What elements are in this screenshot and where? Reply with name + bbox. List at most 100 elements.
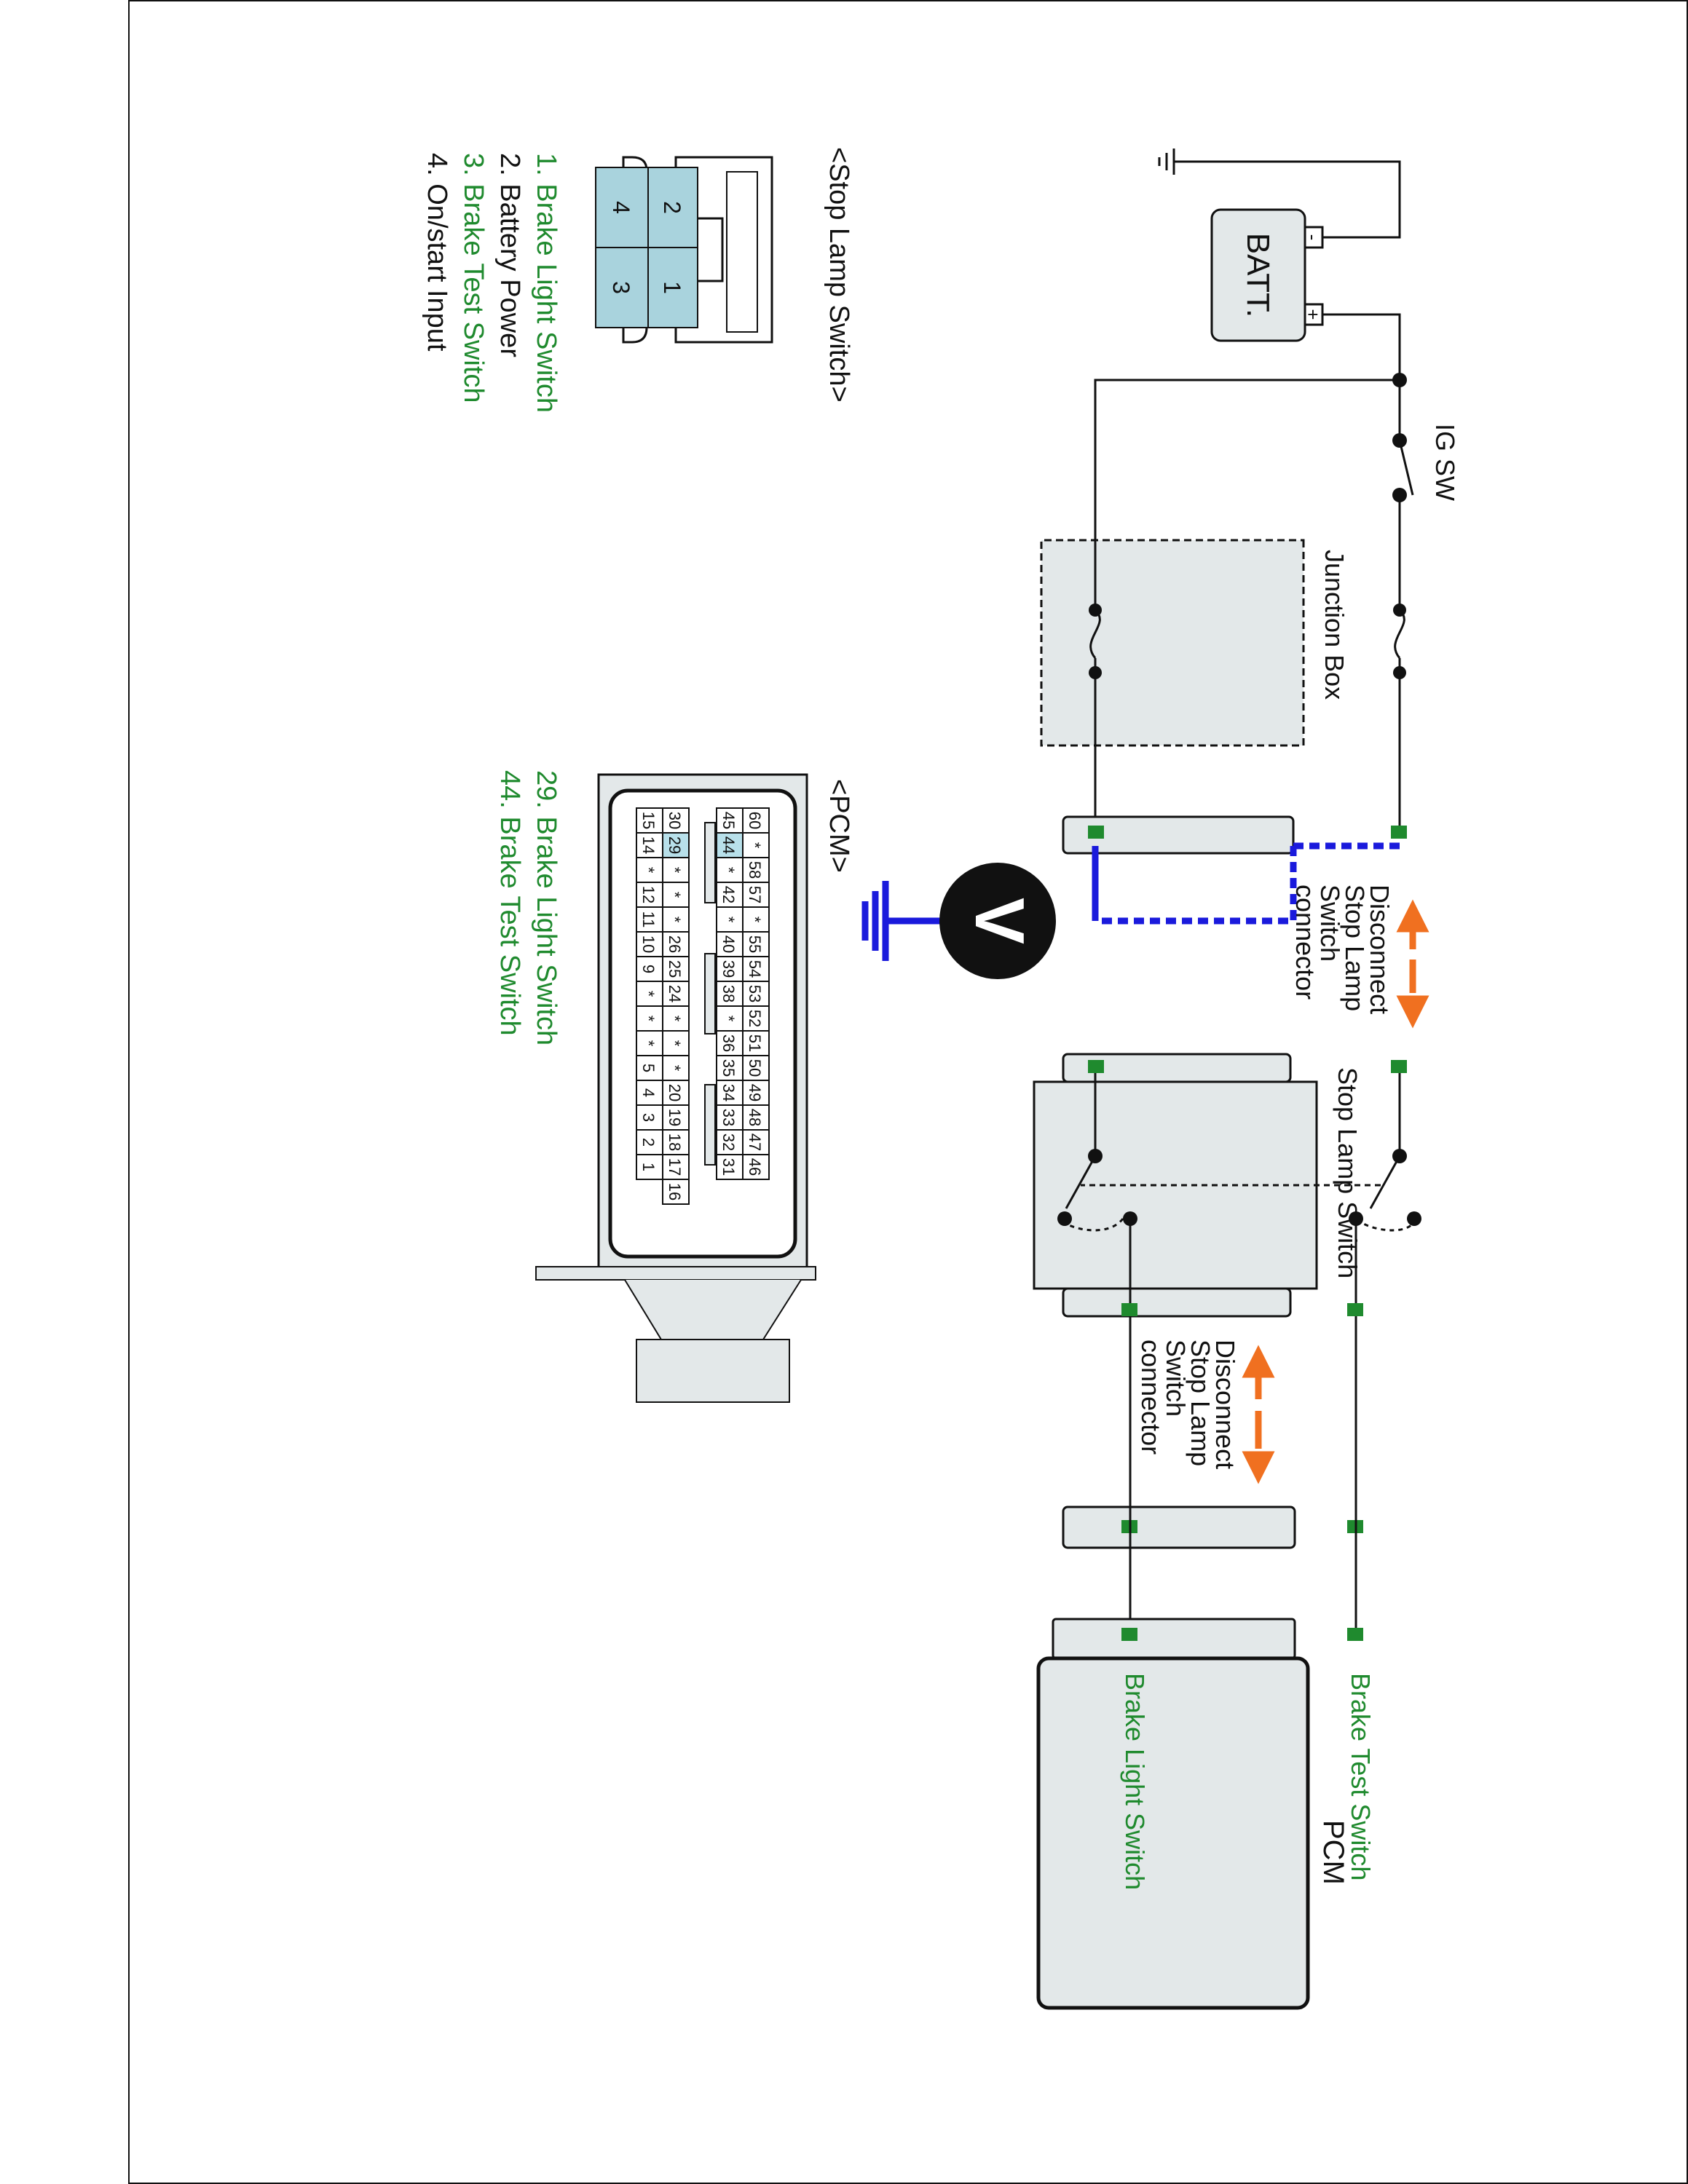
pin-cell [595, 247, 649, 328]
pcm-pin-label: 1 [639, 1163, 658, 1171]
pcm-pin-label: 45 [719, 812, 738, 829]
stop-lamp-switch-label: Stop Lamp Switch [1333, 1067, 1362, 1278]
pcm-pin-label: 42 [719, 886, 738, 903]
pcm-pin-label: 46 [746, 1158, 764, 1176]
pcm-pin-label: 60 [746, 812, 764, 829]
pcm-pin-label: 24 [666, 985, 684, 1002]
pcm-pin-label: * [666, 892, 684, 898]
pcm-pin-label: 58 [746, 861, 764, 879]
stop-lamp-switch: Stop Lamp Switch [1033, 1053, 1421, 1318]
pcm-key-slot [704, 953, 716, 1034]
pcm-module: PCM Brake Test Switch Brake Light Switch [1036, 1618, 1376, 2010]
pcm-pin-label: 11 [639, 911, 658, 928]
pcm-brake-test-label: Brake Test Switch [1346, 1673, 1376, 1880]
pin-label: 1 [659, 281, 685, 294]
pin-green [1088, 826, 1104, 839]
pcm-legend-29: 29. Brake Light Switch [531, 770, 561, 1045]
pcm-pin-label: * [639, 991, 658, 997]
pcm-pin-label: 4 [639, 1088, 658, 1097]
pin-label: 2 [659, 201, 685, 214]
pcm-pin-label: 35 [719, 1059, 738, 1077]
pcm-key-slot [704, 1084, 716, 1166]
stop-lamp-legend-1: 1. Brake Light Switch [531, 153, 561, 413]
pcm-pin-label: 51 [746, 1034, 764, 1052]
pcm-label: PCM [1317, 1820, 1349, 1885]
pcm-pin-label: 20 [666, 1084, 684, 1101]
connector-harness-2 [1062, 1316, 1363, 1628]
pcm-pin-label: * [719, 917, 738, 923]
stop-lamp-legend-2: 2. Battery Power [494, 153, 525, 357]
pcm-pin-label: * [746, 842, 764, 849]
pcm-connector-shell [1052, 1618, 1296, 1660]
connector-harness-1 [1062, 815, 1407, 855]
pcm-pin-label: 40 [719, 935, 738, 953]
pcm-pin-label: 57 [746, 886, 764, 903]
pin-green [1121, 1303, 1137, 1316]
battery: BATT. - + [1210, 208, 1324, 342]
pcm-pin-label: * [746, 917, 764, 923]
stop-lamp-legend-3: 3. Brake Test Switch [458, 153, 489, 403]
pcm-pin-label: 16 [666, 1183, 684, 1200]
pcm-pin-label: * [719, 1016, 738, 1022]
node-batt-split [1392, 373, 1407, 387]
pcm-pin-label: 5 [639, 1064, 658, 1072]
pin-green [1347, 1628, 1363, 1641]
pcm-pin-cell [662, 1179, 690, 1205]
pcm-pin-label: 47 [746, 1133, 764, 1151]
disconnect-label-bottom: Disconnect Stop Lamp Switch connector [1136, 1340, 1240, 1476]
pin-label: 4 [608, 201, 634, 214]
ground-battery [1158, 149, 1401, 239]
pcm-pin-label: 54 [746, 960, 764, 978]
junction-box: Junction Box [1040, 531, 1406, 747]
stop-lamp-switch-connector-bottom [1062, 1287, 1292, 1318]
pcm-key-slot [704, 822, 716, 903]
battery-pos-sign: + [1302, 309, 1324, 320]
pcm-pin-label: 53 [746, 985, 764, 1002]
ig-switch-label: IG SW [1430, 424, 1460, 501]
page-frame [128, 0, 1688, 2184]
pcm-pin-label: 19 [666, 1109, 684, 1126]
pcm-pin-label: 55 [746, 935, 764, 953]
voltmeter-label: V [961, 898, 1038, 944]
battery-label: BATT. [1240, 233, 1276, 318]
fuse1-node-a [1393, 604, 1406, 617]
pcm-pin-cell [636, 1154, 663, 1180]
pin-green [1088, 1060, 1104, 1073]
disconnect-label-top: Disconnect Stop Lamp Switch connector [1290, 885, 1395, 1021]
fuse2-node-a [1089, 604, 1102, 617]
pcm-legend-44: 44. Brake Test Switch [494, 770, 525, 1036]
pcm-pin-label: 48 [746, 1109, 764, 1126]
pcm-pin-label: 29 [666, 836, 684, 854]
pcm-pin-label: 38 [719, 985, 738, 1002]
pcm-pin-label: 33 [719, 1109, 738, 1126]
stop-lamp-connector-title: <Stop Lamp Switch> [824, 147, 854, 403]
fuse2-node-b [1089, 666, 1102, 679]
pin-green [1391, 1060, 1407, 1073]
pcm-pin-label: 30 [666, 812, 684, 829]
pcm-pin-label: * [639, 1016, 658, 1022]
pcm-pin-label: 14 [639, 836, 658, 854]
junction-box-body [1040, 539, 1305, 747]
pcm-pin-label: 39 [719, 960, 738, 978]
pcm-pin-label: 12 [639, 886, 658, 903]
pin-green [1121, 1628, 1137, 1641]
pcm-pin-label: 49 [746, 1084, 764, 1101]
pcm-pin-grid: 60*5857*555453525150494847464544*42*4039… [636, 807, 770, 1205]
stop-lamp-connector-view: <Stop Lamp Switch> 2 1 4 3 1. Brake Ligh… [422, 147, 854, 413]
pcm-pin-label: 9 [639, 965, 658, 973]
pcm-pin-label: 18 [666, 1133, 684, 1151]
pcm-pin-cell [716, 1154, 744, 1180]
pcm-pin-label: * [639, 867, 658, 874]
pin-green [1391, 826, 1407, 839]
power-wires [1094, 313, 1414, 531]
pcm-pin-label: * [666, 1040, 684, 1047]
pcm-pin-label: 3 [639, 1113, 658, 1122]
junction-box-label: Junction Box [1320, 550, 1349, 700]
battery-neg-sign: - [1302, 234, 1324, 241]
pcm-pin-label: 25 [666, 960, 684, 978]
pcm-pin-label: 17 [666, 1158, 684, 1176]
pcm-pin-label: 52 [746, 1010, 764, 1027]
pcm-connector-view: <PCM> 60*5857*555453525150494847464544*4… [494, 770, 854, 1403]
pcm-pin-label: 34 [719, 1084, 738, 1101]
